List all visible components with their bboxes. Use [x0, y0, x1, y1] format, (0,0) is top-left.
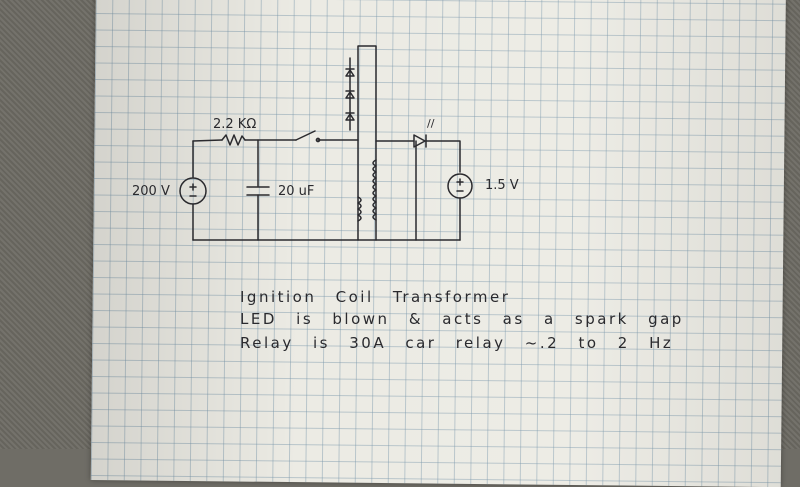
- wire-top-left: [192, 139, 223, 142]
- wire-right-top-2: [425, 140, 461, 173]
- transformer-core: [357, 45, 377, 241]
- circuit-schematic: [179, 45, 473, 241]
- source-200v-symbol: [179, 177, 207, 205]
- source-200v-sign: [189, 183, 197, 197]
- resistor-label: 2.2 KΩ: [213, 117, 257, 132]
- note-led: LED is blown & acts as a spark gap: [240, 310, 684, 328]
- secondary-winding: [372, 159, 377, 221]
- led-light-rays: //: [427, 117, 435, 130]
- diode-stack: [345, 57, 355, 131]
- primary-winding: [357, 196, 362, 222]
- relay-switch: [295, 130, 316, 141]
- source-1v5-symbol: [447, 173, 473, 199]
- resistor-2k2: [221, 134, 246, 146]
- capacitor-20uf: [246, 186, 270, 196]
- source-high-label: 200 V: [132, 184, 170, 199]
- capacitor-label: 20 uF: [278, 184, 315, 199]
- source-1v5-sign: [456, 178, 464, 192]
- note-title: Ignition Coil Transformer: [240, 288, 511, 306]
- source-low-label: 1.5 V: [485, 178, 519, 193]
- note-relay: Relay is 30A car relay ~.2 to 2 Hz: [240, 334, 674, 352]
